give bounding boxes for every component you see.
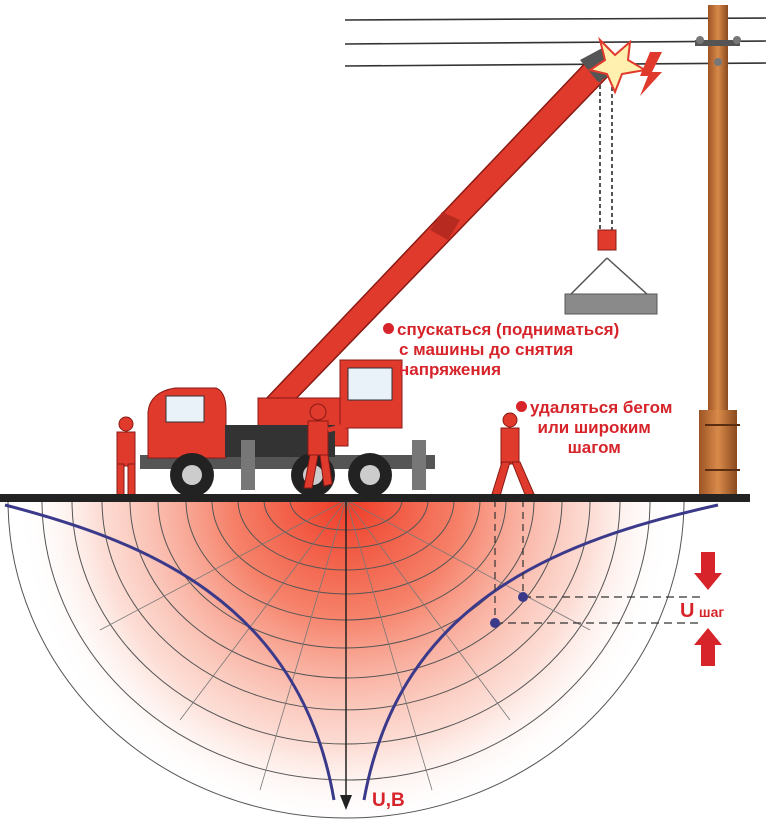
ground-line <box>0 494 750 502</box>
utility-pole <box>695 5 741 498</box>
safety-rule-dismount: спускаться (подниматься) с машины до сня… <box>383 320 619 380</box>
voltage-axis-label: U,B <box>372 790 405 811</box>
radial-lines <box>99 499 591 791</box>
step-voltage-symbol: U <box>680 600 695 622</box>
arrow-up-icon <box>694 628 722 666</box>
bullet-icon <box>383 323 394 334</box>
worker-jumping <box>303 403 353 489</box>
safety-rule-step-away: удаляться бегом или широким шагом <box>516 398 672 458</box>
spark-icon <box>587 36 648 95</box>
lightning-icon <box>640 52 662 96</box>
worker-left <box>116 416 136 497</box>
step-voltage-subscript: шаг <box>698 604 725 620</box>
step-voltage-label: U шаг <box>680 600 724 623</box>
crane-boom <box>263 36 662 411</box>
voltage-axis <box>340 500 352 810</box>
bullet-icon <box>516 401 527 412</box>
arrow-down-icon <box>694 552 722 590</box>
step-voltage-construction <box>490 500 722 666</box>
